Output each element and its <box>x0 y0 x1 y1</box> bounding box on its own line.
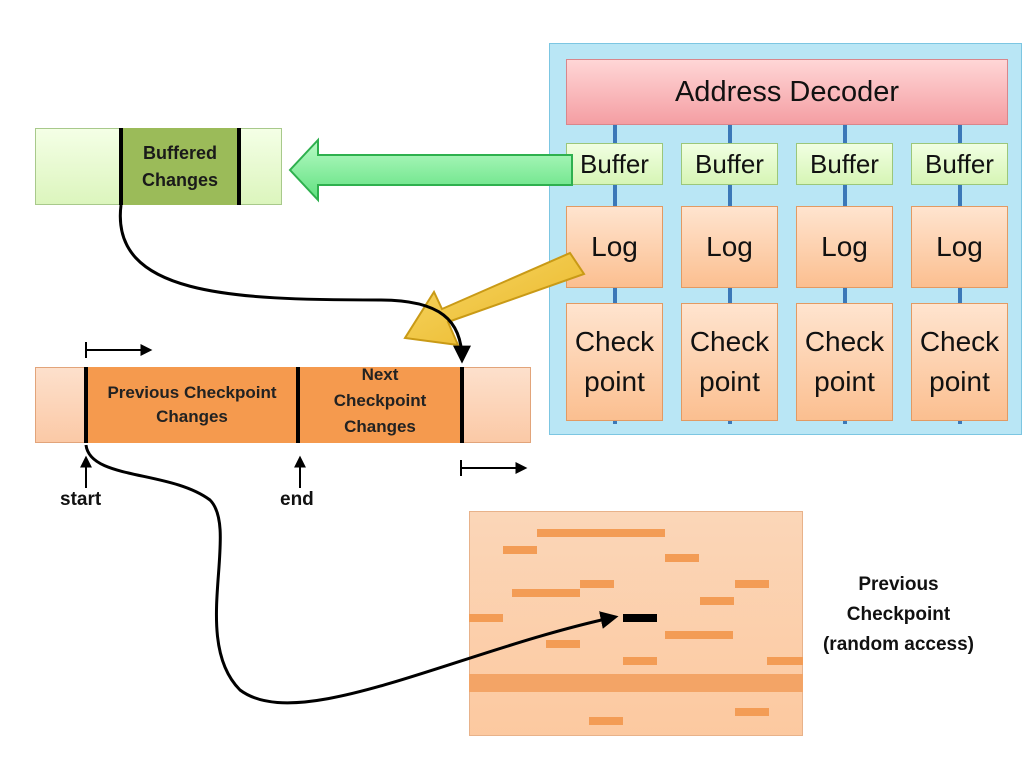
next-line3: Changes <box>344 417 416 436</box>
buffered-line2: Changes <box>141 169 219 190</box>
checkpoint-entry <box>735 708 769 716</box>
log-box: Log <box>796 206 893 288</box>
checkpoint-box: Check point <box>796 303 893 421</box>
checkpoint-entry <box>767 657 803 665</box>
note-line3: (random access) <box>822 634 974 655</box>
buffered-to-log-curve <box>118 204 471 364</box>
accessed-checkpoint-entry <box>623 614 657 622</box>
log-box: Log <box>566 206 663 288</box>
address-decoder: Address Decoder <box>566 59 1008 125</box>
checkpoint-entry <box>503 546 537 554</box>
checkpoint-box: Check point <box>566 303 663 421</box>
checkpoint-entry <box>700 597 734 605</box>
checkpoint-entry <box>580 580 614 588</box>
checkpoint-entry <box>537 529 665 537</box>
checkpoint-entry <box>512 589 580 597</box>
checkpoint-entry <box>665 554 699 562</box>
next-line2: Checkpoint <box>333 391 427 410</box>
checkpoint-line2: point <box>699 366 760 397</box>
log-box: Log <box>681 206 778 288</box>
previous-checkpoint-area <box>469 511 803 736</box>
next-line1: Next <box>361 365 399 384</box>
start-pointer-label: start <box>60 489 102 510</box>
checkpoint-entry <box>665 631 733 639</box>
checkpoint-line1: Check <box>689 326 770 357</box>
checkpoint-band <box>469 674 803 692</box>
buffer-box: Buffer <box>566 143 663 185</box>
checkpoint-line1: Check <box>919 326 1000 357</box>
note-line1: Previous <box>858 574 939 595</box>
checkpoint-line2: point <box>584 366 645 397</box>
checkpoint-box: Check point <box>681 303 778 421</box>
checkpoint-line2: point <box>814 366 875 397</box>
previous-line2: Changes <box>156 407 228 426</box>
checkpoint-entry <box>623 657 657 665</box>
checkpoint-entry <box>469 614 503 622</box>
checkpoint-entry <box>735 580 769 588</box>
log-box: Log <box>911 206 1008 288</box>
checkpoint-note: Previous Checkpoint (random access) <box>806 570 991 660</box>
buffer-box: Buffer <box>681 143 778 185</box>
checkpoint-line1: Check <box>574 326 655 357</box>
checkpoint-line2: point <box>929 366 990 397</box>
end-pointer-label: end <box>280 489 314 510</box>
buffer-box: Buffer <box>796 143 893 185</box>
checkpoint-entry <box>589 717 623 725</box>
checkpoint-line1: Check <box>804 326 885 357</box>
previous-line1: Previous Checkpoint <box>107 383 277 402</box>
checkpoint-entry <box>546 640 580 648</box>
checkpoint-box: Check point <box>911 303 1008 421</box>
buffered-line1: Buffered <box>142 142 217 163</box>
note-line2: Checkpoint <box>846 604 951 625</box>
buffer-box: Buffer <box>911 143 1008 185</box>
green-arrow <box>288 137 573 203</box>
